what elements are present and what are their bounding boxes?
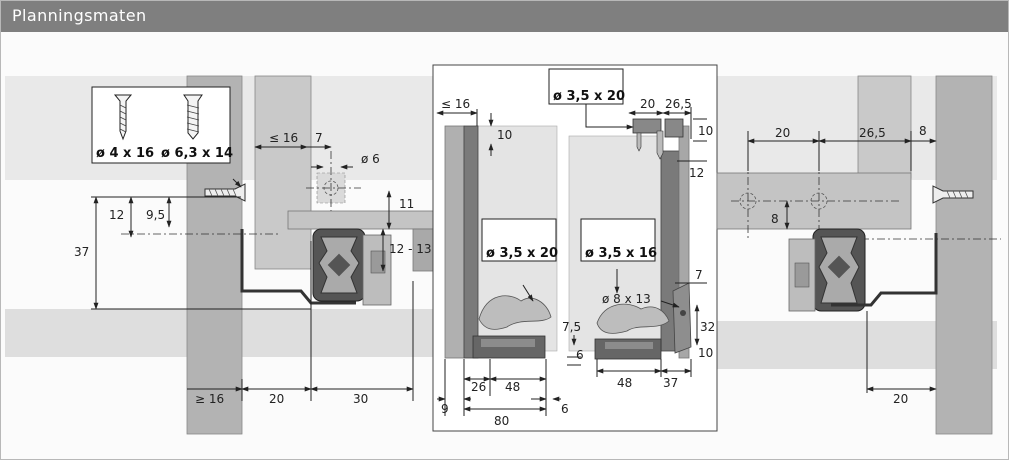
runner-mechanism-left	[312, 228, 392, 306]
screw-label-center-left: ø 3,5 x 20	[486, 246, 558, 261]
dim-le16-top-left: ≤ 16	[269, 131, 298, 145]
dim-6-center-bottom: 6	[561, 402, 569, 416]
center-view: ø 3,5 x 20 ø 3,5 x 20 ø 3,5 x 16 ≤ 16 10	[432, 64, 718, 432]
dim-26-5-right: 26,5	[859, 126, 886, 140]
dim-20-left: 20	[269, 392, 284, 406]
cabinet-side-center-right	[678, 125, 690, 359]
right-view: 20 26,5 8 8 20	[716, 75, 1001, 435]
cabinet-screw-left	[204, 183, 246, 202]
cabinet-side-center-left	[444, 125, 465, 359]
dim-26-5-center: 26,5	[665, 97, 692, 111]
dim-7-left: 7	[315, 131, 323, 145]
dim-8-right-mid: 8	[771, 212, 779, 226]
dim-48-center-left: 48	[505, 380, 520, 394]
dim-26-center: 26	[471, 380, 486, 394]
screw-spec-box-left: ø 4 x 16 ø 6,3 x 14	[91, 86, 233, 164]
dim-ge16-left: ≥ 16	[195, 392, 224, 406]
screw-pair-top-right	[632, 118, 684, 160]
screw-label-4x16: ø 4 x 16	[96, 146, 154, 161]
dim-12-left: 12	[109, 208, 124, 222]
dim-9-center: 9	[441, 402, 449, 416]
dim-20-center: 20	[640, 97, 655, 111]
dim-6-center-mid: 6	[576, 348, 584, 362]
dim-48-center-right: 48	[617, 376, 632, 390]
dim-le16-center: ≤ 16	[441, 97, 470, 111]
dim-20-right-bottom: 20	[893, 392, 908, 406]
screw-spec-box-top-center: ø 3,5 x 20	[548, 68, 625, 105]
dim-37-left: 37	[74, 245, 89, 259]
screw-icon-4x16	[113, 94, 133, 141]
dim-10-center-left: 10	[497, 128, 512, 142]
drawer-bottom-plate-left	[287, 210, 435, 230]
dim-8-right-top: 8	[919, 124, 927, 138]
runner-profile-right	[831, 233, 938, 307]
drawer-side-left	[254, 75, 312, 270]
screw-label-center-right: ø 3,5 x 16	[585, 246, 657, 261]
drawer-runner-dimension-drawing: ø 4 x 16 ø 6,3 x 14 ≤ 16 7 ø 6 11 12 - 1…	[5, 64, 1001, 435]
dim-20-right-top: 20	[775, 126, 790, 140]
dim-diam6-left: ø 6	[361, 152, 380, 166]
screw-label-6-3x14: ø 6,3 x 14	[161, 146, 233, 161]
locking-device-right	[594, 282, 692, 360]
dim-12-center: 12	[689, 166, 704, 180]
cabinet-screw-right	[932, 185, 974, 204]
dim-diam8x13-center: ø 8 x 13	[602, 292, 651, 306]
panel-title: Planningsmaten	[12, 6, 147, 25]
dim-32-center: 32	[700, 320, 715, 334]
dim-9-5-left: 9,5	[146, 208, 165, 222]
dim-80-center: 80	[494, 414, 509, 428]
dim-12-13-left: 12 - 13	[389, 242, 432, 256]
screw-spec-box-center-right: ø 3,5 x 16	[580, 218, 657, 262]
runner-rail-center-left	[463, 125, 479, 359]
dim-10-center-bottom: 10	[698, 346, 713, 360]
runner-profile-left	[240, 229, 356, 305]
dim-30-left: 30	[353, 392, 368, 406]
dim-11-left: 11	[399, 197, 414, 211]
screw-spec-box-center-left: ø 3,5 x 20	[481, 218, 558, 262]
dim-7-5-center: 7,5	[562, 320, 581, 334]
screw-label-top-center: ø 3,5 x 20	[553, 89, 625, 104]
dim-37-center: 37	[663, 376, 678, 390]
dim-10-center-right: 10	[698, 124, 713, 138]
locking-device-left	[472, 295, 552, 359]
panel-header: Planningsmaten	[1, 1, 1008, 32]
cabinet-side-panel-right	[935, 75, 993, 435]
dim-7-center: 7	[695, 268, 703, 282]
screw-icon-6-3x14	[183, 94, 203, 140]
runner-mechanism-right	[788, 228, 866, 312]
